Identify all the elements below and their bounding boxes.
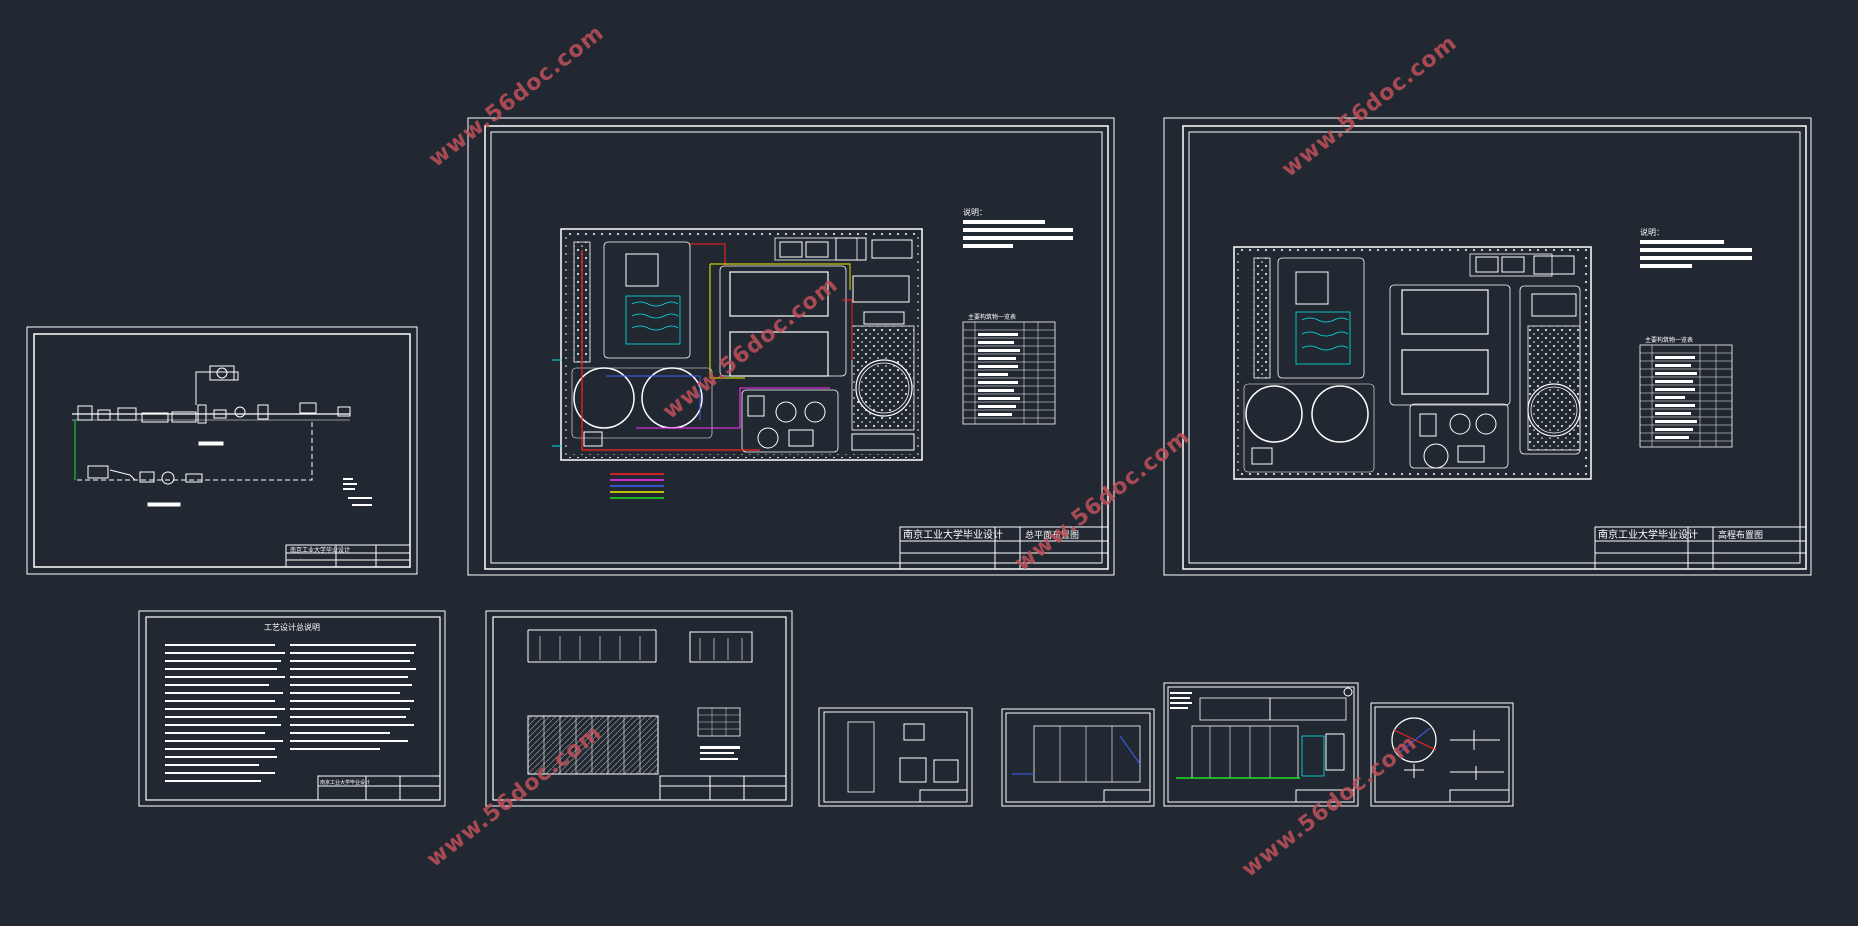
sheet-general-plan[interactable] [467, 117, 1115, 576]
plan-a-title-block-drawing: 总平面布置图 [1025, 529, 1079, 541]
plan-a-table-heading: 主要构筑物一览表 [968, 313, 1016, 321]
spec-sheet-title: 工艺设计总说明 [264, 622, 320, 632]
plan-b-notes-heading: 说明： [1640, 227, 1664, 237]
sheet-detail-4[interactable] [1370, 702, 1514, 807]
plan-a-notes-heading: 说明： [963, 207, 987, 217]
sheet-detail-2[interactable] [1001, 708, 1155, 807]
flow-title-block-name: 南京工业大学毕业设计 [290, 546, 350, 554]
plan-a-title-block-name: 南京工业大学毕业设计 [903, 528, 1003, 541]
plan-b-title-block-name: 南京工业大学毕业设计 [1598, 528, 1698, 541]
sheet-tank-sections[interactable] [485, 610, 793, 807]
sheet-process-spec[interactable] [138, 610, 446, 807]
plan-b-title-block-drawing: 高程布置图 [1718, 529, 1763, 541]
spec-title-block-name: 南京工业大学毕业设计 [320, 779, 370, 786]
plan-b-table-heading: 主要构筑物一览表 [1645, 336, 1693, 344]
sheet-elevation-plan[interactable] [1163, 117, 1812, 576]
sheet-detail-3[interactable] [1163, 682, 1359, 807]
sheet-detail-1[interactable] [818, 707, 973, 807]
sheet-process-flow[interactable] [26, 326, 418, 575]
